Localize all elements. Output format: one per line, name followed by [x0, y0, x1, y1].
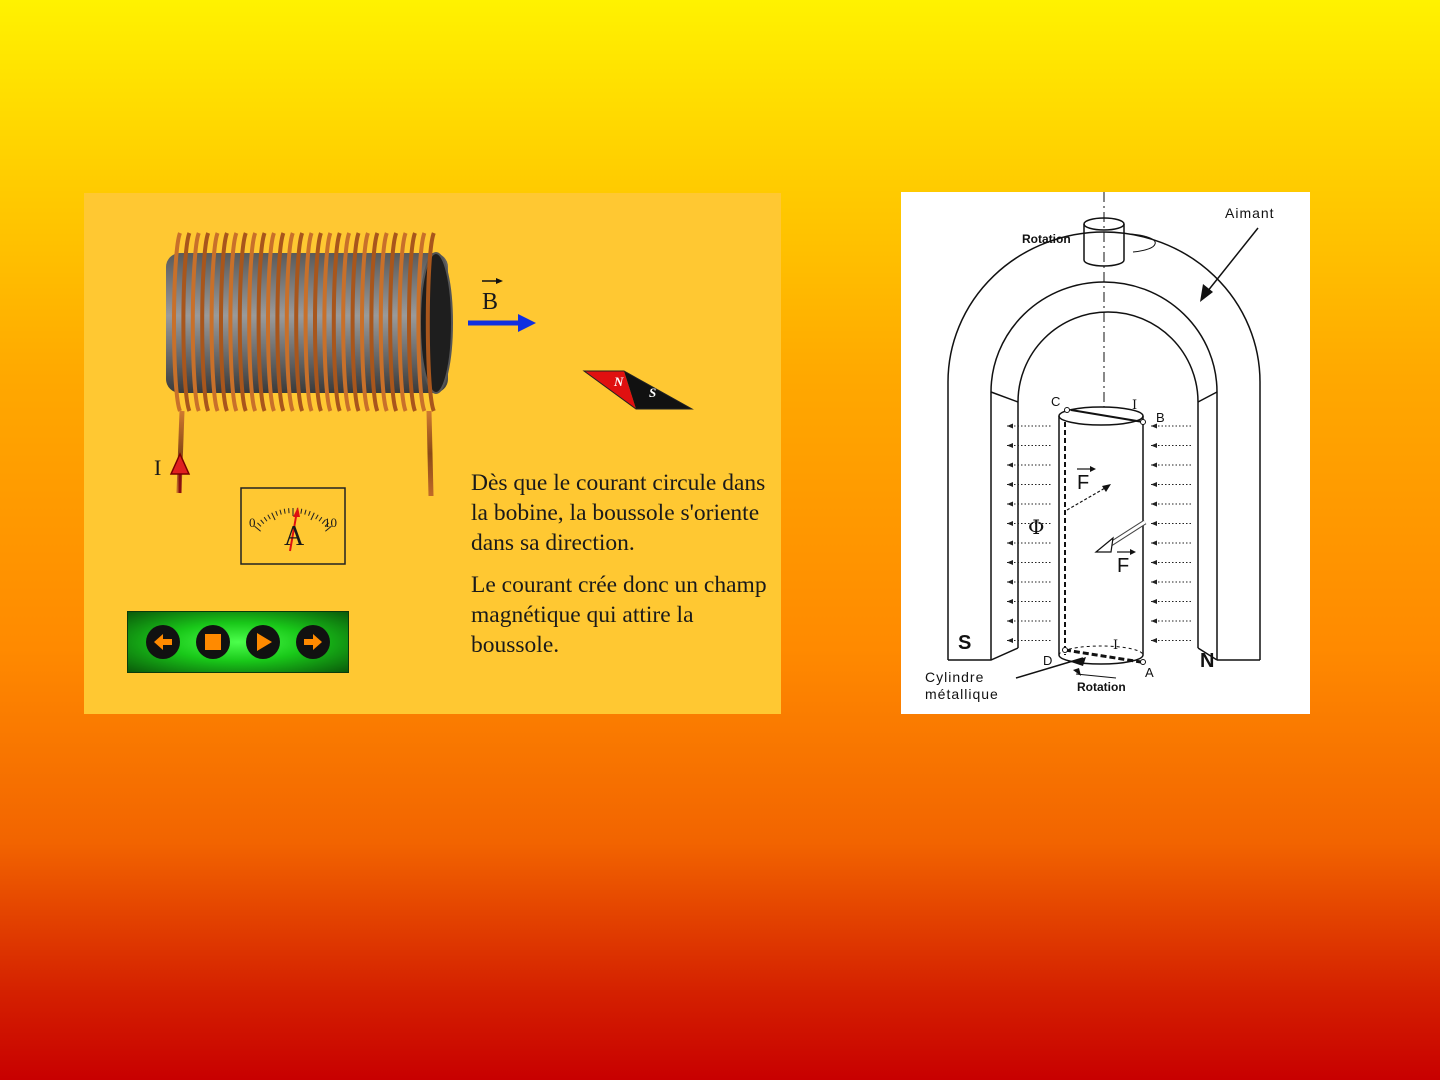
field-line-arrow	[1151, 599, 1157, 604]
field-line-arrow	[1151, 560, 1157, 565]
cylinder-bottom-back	[1059, 646, 1143, 655]
rotation-top-label: Rotation	[1022, 232, 1071, 246]
field-line-arrow	[1151, 541, 1157, 546]
ammeter-max-label: 10	[324, 515, 337, 531]
field-line-arrow	[1151, 638, 1157, 643]
stop-icon	[200, 629, 226, 655]
field-label-b: B	[482, 289, 498, 316]
field-line-arrow	[1007, 443, 1013, 448]
ammeter-min-label: 0	[249, 515, 256, 531]
force-label-2: F	[1117, 555, 1129, 578]
play-button[interactable]	[246, 625, 280, 659]
magnet-pointer-line	[1203, 228, 1258, 297]
magnet-cylinder-diagram: Aimant Rotation Rotation S N Φ F F C B D…	[901, 192, 1310, 714]
current-top-label: I	[1132, 398, 1137, 413]
field-line-arrow	[1007, 580, 1013, 585]
wire-lead-right	[429, 411, 431, 496]
cylinder-label-line-2: métallique	[925, 686, 999, 703]
current-bottom-label: I	[1113, 638, 1118, 653]
rotation-bottom-arrow-head	[1073, 668, 1081, 676]
field-line-arrow	[1007, 541, 1013, 546]
rotation-bottom-arrow	[1076, 674, 1116, 678]
corner-c-label: C	[1051, 394, 1060, 409]
core-end	[420, 253, 452, 393]
explanation-text: Dès que le courant circule dans la bobin…	[471, 468, 776, 672]
field-line-arrow	[1151, 580, 1157, 585]
cylinder-pointer-head	[1071, 657, 1086, 666]
force-arrow-2-head	[1096, 538, 1113, 552]
field-line-arrow	[1007, 599, 1013, 604]
field-line-arrow	[1007, 463, 1013, 468]
field-line-arrow	[1007, 424, 1013, 429]
field-vector-tip	[496, 278, 503, 284]
force-label-1: F	[1077, 472, 1089, 495]
rotation-bottom-label: Rotation	[1077, 680, 1126, 694]
cylinder-label-line-1: Cylindre	[925, 669, 999, 686]
field-line-arrow	[1151, 619, 1157, 624]
field-line-arrow	[1007, 638, 1013, 643]
field-line-arrow	[1151, 502, 1157, 507]
next-icon	[300, 629, 326, 655]
cylinder-label: Cylindre métallique	[925, 669, 999, 703]
caption-paragraph-1: Dès que le courant circule dans la bobin…	[471, 468, 776, 558]
previous-icon	[150, 629, 176, 655]
animation-controls	[127, 611, 349, 673]
next-button[interactable]	[296, 625, 330, 659]
compass-south-label: S	[649, 385, 656, 401]
field-line-arrow	[1151, 463, 1157, 468]
field-line-arrow	[1007, 502, 1013, 507]
current-arrow-head	[171, 454, 189, 474]
field-line-arrow	[1007, 560, 1013, 565]
field-line-arrow	[1007, 619, 1013, 624]
ammeter-unit-label: A	[284, 521, 304, 553]
corner-d-label: D	[1043, 653, 1052, 668]
compass-north-label: N	[614, 374, 623, 390]
corner-b-label: B	[1156, 410, 1165, 425]
north-pole-label: N	[1200, 650, 1214, 673]
field-line-arrow	[1151, 443, 1157, 448]
current-label-i: I	[154, 455, 161, 481]
south-pole-label: S	[958, 632, 971, 655]
play-icon	[250, 629, 276, 655]
previous-button[interactable]	[146, 625, 180, 659]
magnet-back-inner-edge	[1018, 312, 1198, 648]
field-line-arrow	[1151, 482, 1157, 487]
stop-button[interactable]	[196, 625, 230, 659]
solenoid-animation-panel: B I N S 0 10 A Dès que le courant circul…	[84, 193, 781, 714]
field-line-arrow	[1007, 482, 1013, 487]
field-arrow-head	[518, 314, 536, 332]
corner-a-label: A	[1145, 665, 1154, 680]
caption-paragraph-2: Le courant crée donc un champ magnétique…	[471, 570, 776, 660]
force-arrow-1-head	[1102, 484, 1111, 492]
field-line-arrow	[1007, 521, 1013, 526]
field-line-arrow	[1151, 521, 1157, 526]
magnet-label: Aimant	[1225, 205, 1275, 221]
flux-label: Φ	[1028, 515, 1044, 539]
